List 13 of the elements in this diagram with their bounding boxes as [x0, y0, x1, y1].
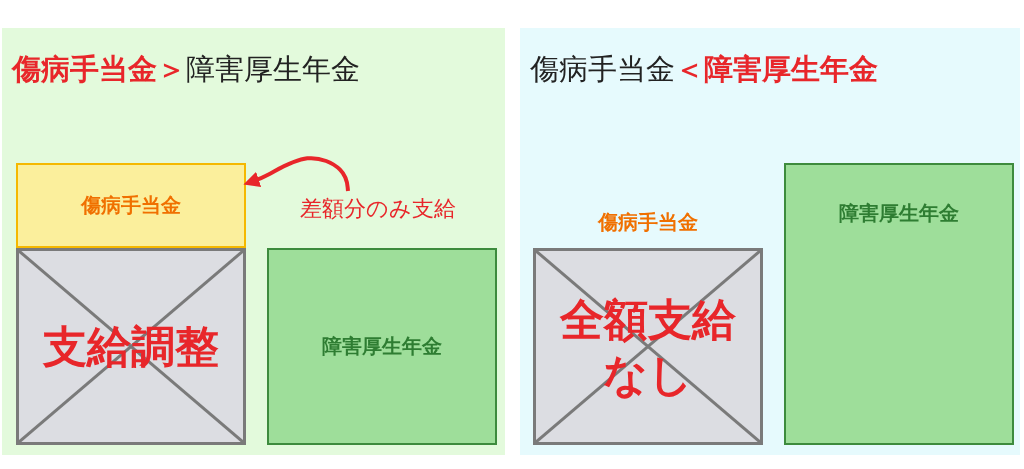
box-label: 障害厚生年金: [839, 200, 959, 226]
curved-arrow: [243, 156, 350, 192]
box-label: 障害厚生年金: [322, 334, 442, 359]
panel-title: 傷病手当金＞障害厚生年金: [12, 51, 360, 88]
pension-box: [267, 248, 497, 445]
box-label: 差額分のみ支給: [300, 195, 456, 223]
box-heading: 傷病手当金: [596, 209, 699, 236]
box-label: 傷病手当金: [81, 193, 181, 218]
panel-title: 傷病手当金＜障害厚生年金: [530, 51, 878, 88]
pension-box: [784, 163, 1014, 445]
benefit-box: [16, 163, 246, 248]
panel-background: [2, 28, 505, 455]
panel-background: [520, 28, 1020, 455]
